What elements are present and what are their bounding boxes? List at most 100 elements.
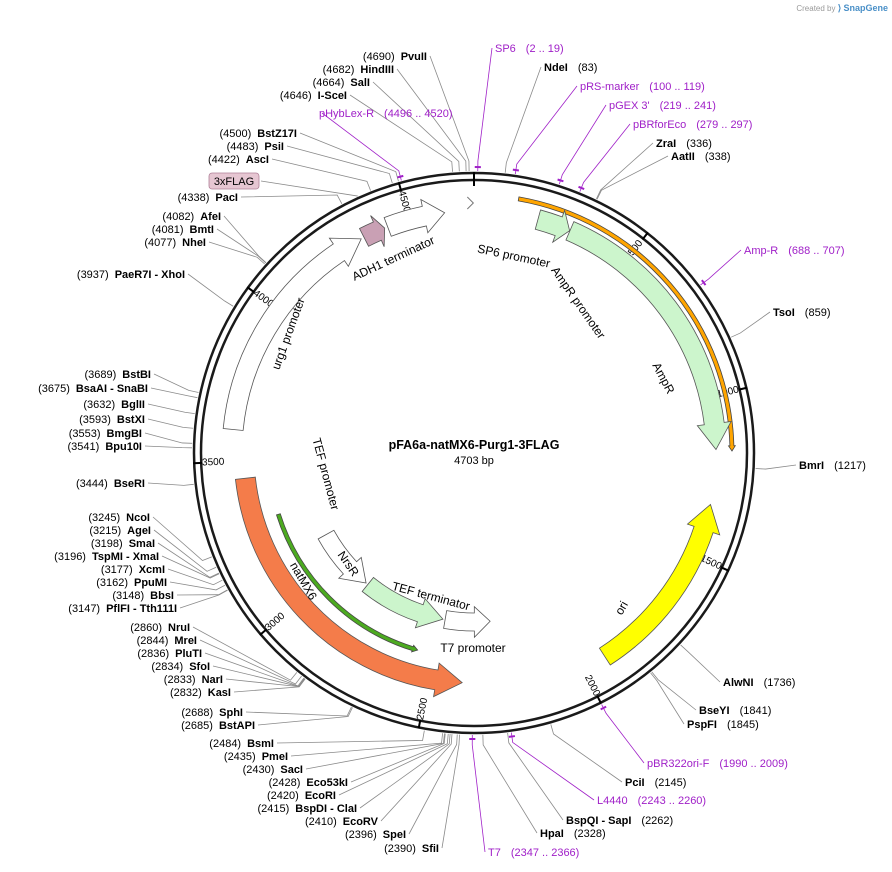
tick-2500 — [417, 719, 422, 729]
site-name: SfiI — [422, 843, 439, 855]
tick-1500 — [720, 566, 730, 572]
site-coord: (1217) — [834, 460, 866, 472]
site-name: BseRI — [114, 478, 145, 490]
leader-nrui — [192, 626, 298, 681]
feature-ampr-promoter — [534, 209, 571, 244]
site-name: Bpu10I — [105, 441, 142, 453]
leader-tspmi-xmai — [161, 555, 220, 579]
tick-3000 — [259, 628, 268, 636]
feature-nrsr — [361, 576, 444, 629]
site-bmgbi: (3553)BmgBI — [69, 428, 142, 440]
site-coord: (4081) — [152, 224, 184, 236]
site-name: PsiI — [264, 141, 284, 153]
site-coord: (2833) — [164, 674, 196, 686]
leader-paci — [240, 194, 343, 205]
primer-mark-l4440 — [508, 735, 516, 738]
site-ncoi: (3245)NcoI — [88, 512, 150, 524]
leader-l4440 — [510, 732, 595, 801]
site-aatii: AatII(338) — [671, 151, 731, 163]
site-name: NheI — [182, 237, 206, 249]
site-psii: (4483)PsiI — [227, 141, 284, 153]
leader-ncoi — [152, 516, 212, 561]
site-tsoi: TsoI(859) — [773, 307, 830, 319]
feature-label-ampr: AmpR — [650, 360, 678, 396]
site-hpai: HpaI(2328) — [540, 828, 606, 840]
site-ppumi: (3162)PpuMI — [96, 577, 167, 589]
site-coord: (4422) — [208, 154, 240, 166]
leader-eco53ki — [350, 733, 446, 783]
site-name: BmgBI — [107, 428, 142, 440]
site-name: NcoI — [126, 512, 150, 524]
primer-name: Amp-R — [744, 245, 778, 257]
leader-pvuii — [429, 55, 470, 172]
primer-phyblex-r: pHybLex-R(4496 .. 4520) — [319, 108, 453, 120]
site-pmei: (2435)PmeI — [224, 751, 288, 763]
site-coord: (3675) — [38, 383, 70, 395]
site-sfoi: (2834)SfoI — [151, 661, 210, 673]
leader-prs-marker — [514, 85, 578, 175]
primer-pgex-3: pGEX 3'(219 .. 241) — [609, 100, 716, 112]
leader-pgex-3 — [558, 104, 607, 185]
site-ndei: NdeI(83) — [544, 62, 597, 74]
leader-bstz17i — [299, 132, 399, 182]
leader-ecorv — [380, 734, 453, 822]
site-name: HpaI — [540, 828, 564, 840]
site-name: MreI — [174, 635, 197, 647]
leader-nhei — [208, 241, 265, 265]
primer-mark-phyblex-r — [397, 174, 404, 179]
site-name: BseYI — [699, 705, 730, 717]
site-name: BstXI — [117, 414, 145, 426]
primer-name: SP6 — [495, 43, 516, 55]
site-coord: (2428) — [269, 777, 301, 789]
site-paer7i-xhoi: (3937)PaeR7I - XhoI — [77, 269, 185, 281]
feature-sp6-promoter — [466, 196, 475, 210]
site-name: BstZ17I — [257, 128, 297, 140]
site-coord: (3632) — [83, 399, 115, 411]
site-name: NdeI — [544, 62, 568, 74]
site-pflfi-tth111i: (3147)PflFI - Tth111I — [68, 603, 177, 615]
site-name: AlwNI — [723, 677, 754, 689]
site-coord: (4077) — [144, 237, 176, 249]
site-name: TspMI - XmaI — [92, 551, 159, 563]
leader-i-scei — [349, 94, 453, 172]
tick-4000 — [246, 286, 256, 294]
site-pcii: PciI(2145) — [625, 777, 686, 789]
site-name: BstAPI — [219, 720, 255, 732]
feature-ampr — [565, 221, 732, 451]
site-name: PpuMI — [134, 577, 167, 589]
primer-coord: (4496 .. 4520) — [384, 108, 453, 120]
feature-label-sp6-promoter: SP6 promoter — [476, 242, 551, 271]
primer-l4440: L4440(2243 .. 2260) — [597, 795, 706, 807]
primer-mark-pbr322ori-f — [600, 705, 607, 711]
site-name: TsoI — [773, 307, 795, 319]
site-name: PspFI — [687, 719, 717, 731]
feature-label-ampr-promoter: AmpR promoter — [548, 264, 608, 341]
site-pspfi: PspFI(1845) — [687, 719, 759, 731]
site-coord: (2410) — [305, 816, 337, 828]
leader-pcii — [550, 724, 623, 783]
leader-bsmi — [276, 730, 425, 744]
site-bstapi: (2685)BstAPI — [181, 720, 255, 732]
leader-pbr322ori-f — [601, 704, 645, 764]
site-name: ZraI — [656, 138, 676, 150]
feature-label-adh1-terminator: ADH1 terminator — [350, 233, 437, 283]
leader-bmgbi — [144, 432, 193, 444]
site-coord: (1736) — [764, 677, 796, 689]
primer-name: pBRforEco — [633, 119, 686, 131]
site-bstxi: (3593)BstXI — [79, 414, 145, 426]
site-coord: (2688) — [181, 707, 213, 719]
site-pluti: (2836)PluTI — [137, 648, 202, 660]
leader-bbsi — [176, 589, 228, 596]
site-alwni: AlwNI (1736) — [723, 677, 795, 689]
site-name: I-SceI — [318, 90, 347, 102]
site-smai: (3198)SmaI — [91, 538, 155, 550]
feature-tef-terminator — [443, 605, 491, 639]
primer-coord: (2 .. 19) — [526, 43, 564, 55]
site-name: BbsI — [150, 590, 174, 602]
feature-label-t7-promoter: T7 promoter — [440, 641, 505, 655]
site-name: HindIII — [360, 64, 394, 76]
site-coord: (2396) — [345, 829, 377, 841]
primer-marks — [397, 166, 707, 740]
leader-sfii — [441, 734, 460, 849]
site-name: PflFI - Tth111I — [106, 603, 177, 615]
